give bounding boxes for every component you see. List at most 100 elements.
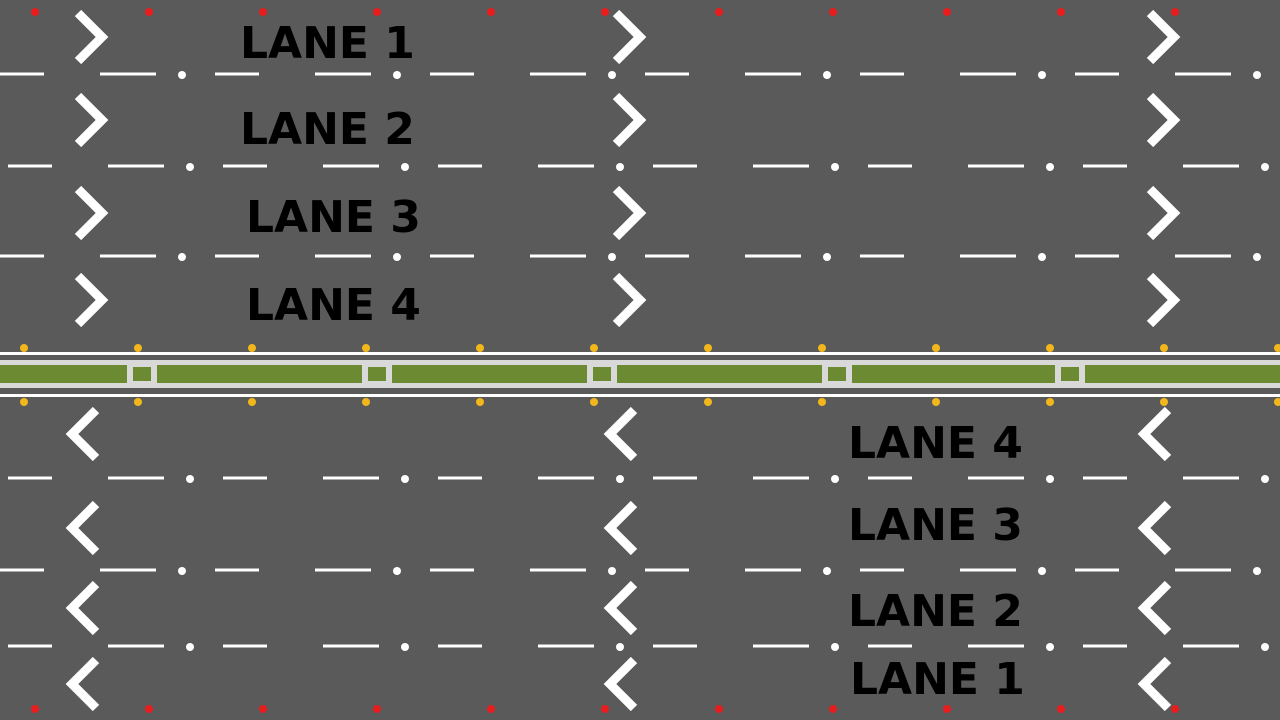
dash-mark xyxy=(1083,644,1127,648)
chevron-left-icon xyxy=(1137,406,1172,462)
dash-mark xyxy=(753,164,809,168)
chevron-right-icon xyxy=(74,92,109,148)
chevron-right-icon xyxy=(74,272,109,328)
dash-mark xyxy=(430,72,474,76)
dot-mark xyxy=(1046,643,1054,651)
dash-mark xyxy=(653,164,697,168)
dot-mark xyxy=(616,643,624,651)
dash-mark xyxy=(753,476,809,480)
edge-reflector xyxy=(259,705,267,713)
edge-reflector xyxy=(1171,8,1179,16)
dash-mark xyxy=(753,644,809,648)
median-strip xyxy=(0,352,1280,397)
median-reflector xyxy=(818,398,826,406)
dash-mark xyxy=(215,72,259,76)
dash-mark xyxy=(1175,254,1231,258)
dot-mark xyxy=(393,567,401,575)
dash-mark xyxy=(1075,568,1119,572)
dash-mark xyxy=(745,72,801,76)
dash-mark xyxy=(1075,72,1119,76)
dash-mark xyxy=(108,164,164,168)
dash-mark xyxy=(860,254,904,258)
dash-mark xyxy=(538,476,594,480)
chevron-right-icon xyxy=(1146,185,1181,241)
dash-mark xyxy=(868,164,912,168)
dash-mark xyxy=(745,568,801,572)
edge-reflector xyxy=(829,8,837,16)
chevron-left-icon xyxy=(603,580,638,636)
edge-reflector xyxy=(943,705,951,713)
dash-mark xyxy=(645,568,689,572)
dash-mark xyxy=(1175,72,1231,76)
dot-mark xyxy=(616,163,624,171)
dot-mark xyxy=(1253,567,1261,575)
edge-reflector xyxy=(601,8,609,16)
dot-mark xyxy=(186,643,194,651)
median-reflector xyxy=(590,398,598,406)
edge-reflector xyxy=(1057,8,1065,16)
dash-mark xyxy=(323,164,379,168)
road-reflectors xyxy=(20,8,1280,713)
edge-reflector xyxy=(487,8,495,16)
dash-mark xyxy=(0,254,44,258)
dot-mark xyxy=(831,475,839,483)
dash-mark xyxy=(223,164,267,168)
dash-mark xyxy=(1183,476,1239,480)
median-connector-gap xyxy=(133,367,151,381)
edge-reflector xyxy=(601,705,609,713)
median-reflector xyxy=(1160,398,1168,406)
top-lane-label-3: LANE 3 xyxy=(246,192,421,243)
dash-mark xyxy=(868,644,912,648)
dot-mark xyxy=(401,475,409,483)
dash-mark xyxy=(108,476,164,480)
dash-mark xyxy=(960,568,1016,572)
median-reflector xyxy=(476,344,484,352)
dash-mark xyxy=(8,644,52,648)
dash-mark xyxy=(968,476,1024,480)
dot-mark xyxy=(1261,643,1269,651)
median-reflector xyxy=(248,398,256,406)
dot-mark xyxy=(823,253,831,261)
edge-reflector xyxy=(145,8,153,16)
dash-mark xyxy=(653,476,697,480)
chevron-left-icon xyxy=(65,580,100,636)
dot-mark xyxy=(1038,567,1046,575)
chevron-left-icon xyxy=(65,656,100,712)
dash-mark xyxy=(538,164,594,168)
dot-mark xyxy=(608,71,616,79)
dot-mark xyxy=(823,71,831,79)
median-reflector xyxy=(1274,398,1280,406)
chevron-right-icon xyxy=(1146,9,1181,65)
edge-reflector xyxy=(487,705,495,713)
median-connector-gap xyxy=(1061,367,1079,381)
median-connector-gap xyxy=(368,367,386,381)
dot-mark xyxy=(1253,253,1261,261)
median-grass xyxy=(0,365,1280,383)
top-lane-label-1: LANE 1 xyxy=(240,18,415,69)
dot-mark xyxy=(1253,71,1261,79)
dot-mark xyxy=(608,253,616,261)
dot-mark xyxy=(393,253,401,261)
dash-mark xyxy=(315,568,371,572)
dash-mark xyxy=(538,644,594,648)
median-reflector xyxy=(1160,344,1168,352)
dash-mark xyxy=(653,644,697,648)
dash-mark xyxy=(100,72,156,76)
dash-mark xyxy=(323,476,379,480)
dot-mark xyxy=(178,71,186,79)
median-reflector xyxy=(1046,344,1054,352)
dash-mark xyxy=(438,164,482,168)
edge-reflector xyxy=(259,8,267,16)
median-reflector xyxy=(590,344,598,352)
chevron-right-icon xyxy=(74,185,109,241)
dash-mark xyxy=(315,72,371,76)
chevron-left-icon xyxy=(1137,580,1172,636)
bottom-lane-label-2: LANE 2 xyxy=(848,586,1023,637)
median-reflector xyxy=(704,398,712,406)
median-reflector xyxy=(362,344,370,352)
chevron-right-icon xyxy=(1146,272,1181,328)
median-reflector xyxy=(818,344,826,352)
dash-mark xyxy=(223,644,267,648)
